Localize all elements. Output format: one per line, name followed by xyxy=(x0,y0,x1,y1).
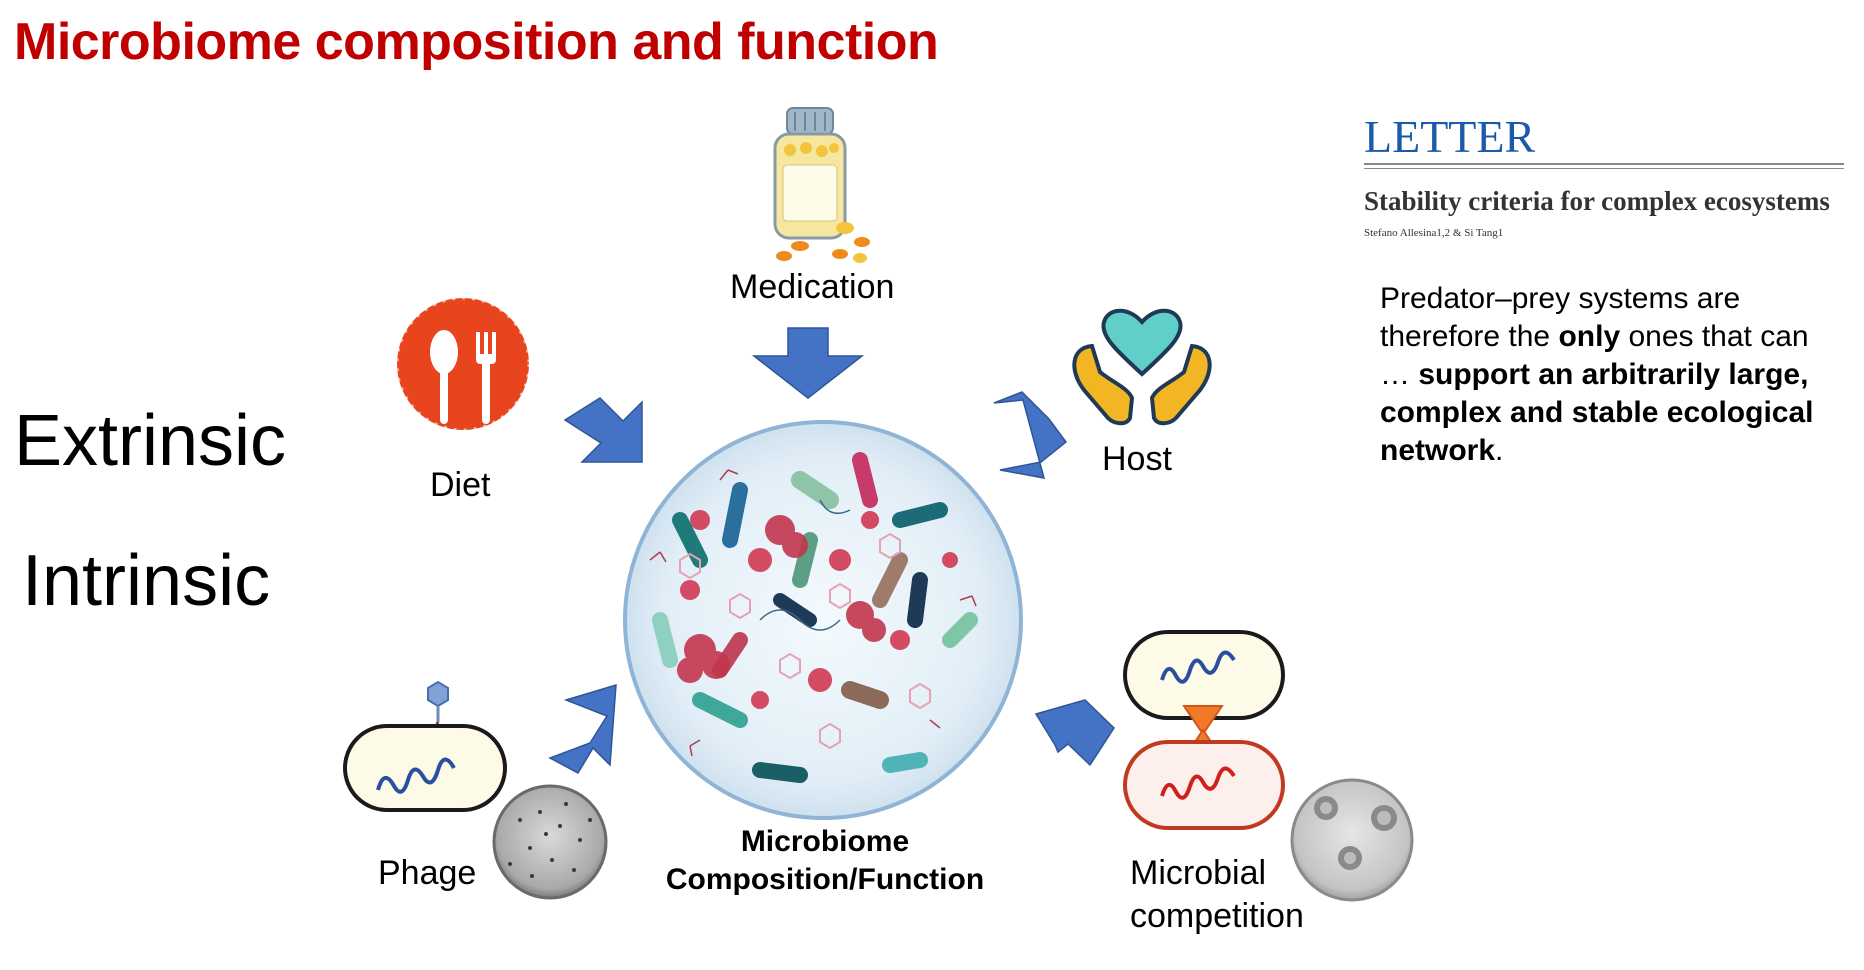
phage-plate-icon xyxy=(492,784,608,900)
competition-arrow xyxy=(1034,699,1115,767)
competition-illustration xyxy=(1123,630,1285,830)
medication-bottle-icon xyxy=(773,107,870,263)
medication-arrow xyxy=(751,327,865,399)
arrows xyxy=(548,327,1115,774)
paper-title: Stability criteria for complex ecosystem… xyxy=(1364,186,1830,216)
center-label-line2: Composition/Function xyxy=(665,863,985,896)
paper-authors: Stefano Allesina1,2 & Si Tang1 xyxy=(1364,227,1504,239)
host-heart-hands-icon xyxy=(1072,308,1212,426)
phage-arrow xyxy=(548,683,617,774)
quote-bold2: support an arbitrarily large, complex an… xyxy=(1380,358,1814,467)
diet-arrow xyxy=(563,397,643,463)
quote-part3: . xyxy=(1495,434,1504,467)
diet-plate-icon xyxy=(395,296,531,432)
phage-label: Phage xyxy=(378,854,477,892)
paper-section-heading: LETTER xyxy=(1364,111,1536,162)
competition-label-line2: competition xyxy=(1130,897,1304,935)
quote-part2: ones that can … xyxy=(1380,320,1809,391)
phage-illustration xyxy=(343,680,507,812)
center-label: Microbiome Composition/Function xyxy=(640,823,1010,899)
paper-rule xyxy=(1364,163,1844,165)
competition-plate-icon xyxy=(1290,778,1414,902)
host-label: Host xyxy=(1102,440,1172,478)
microbiome-dish-illustration xyxy=(623,420,1023,820)
quote-bold1: only xyxy=(1558,320,1621,353)
competition-label-line1: Microbial xyxy=(1130,854,1267,892)
medication-label: Medication xyxy=(730,268,895,306)
center-label-line1: Microbiome xyxy=(740,825,910,858)
slide-title: Microbiome composition and function xyxy=(14,13,939,71)
quote-part1: Predator–prey systems are therefore the xyxy=(1380,282,1741,353)
extrinsic-label: Extrinsic xyxy=(14,401,287,481)
paper-rule-thin xyxy=(1364,168,1844,169)
quote-text: Predator–prey systems are therefore the … xyxy=(1380,280,1840,470)
host-arrow xyxy=(993,391,1068,479)
intrinsic-label: Intrinsic xyxy=(22,541,271,621)
diet-label: Diet xyxy=(430,466,491,504)
